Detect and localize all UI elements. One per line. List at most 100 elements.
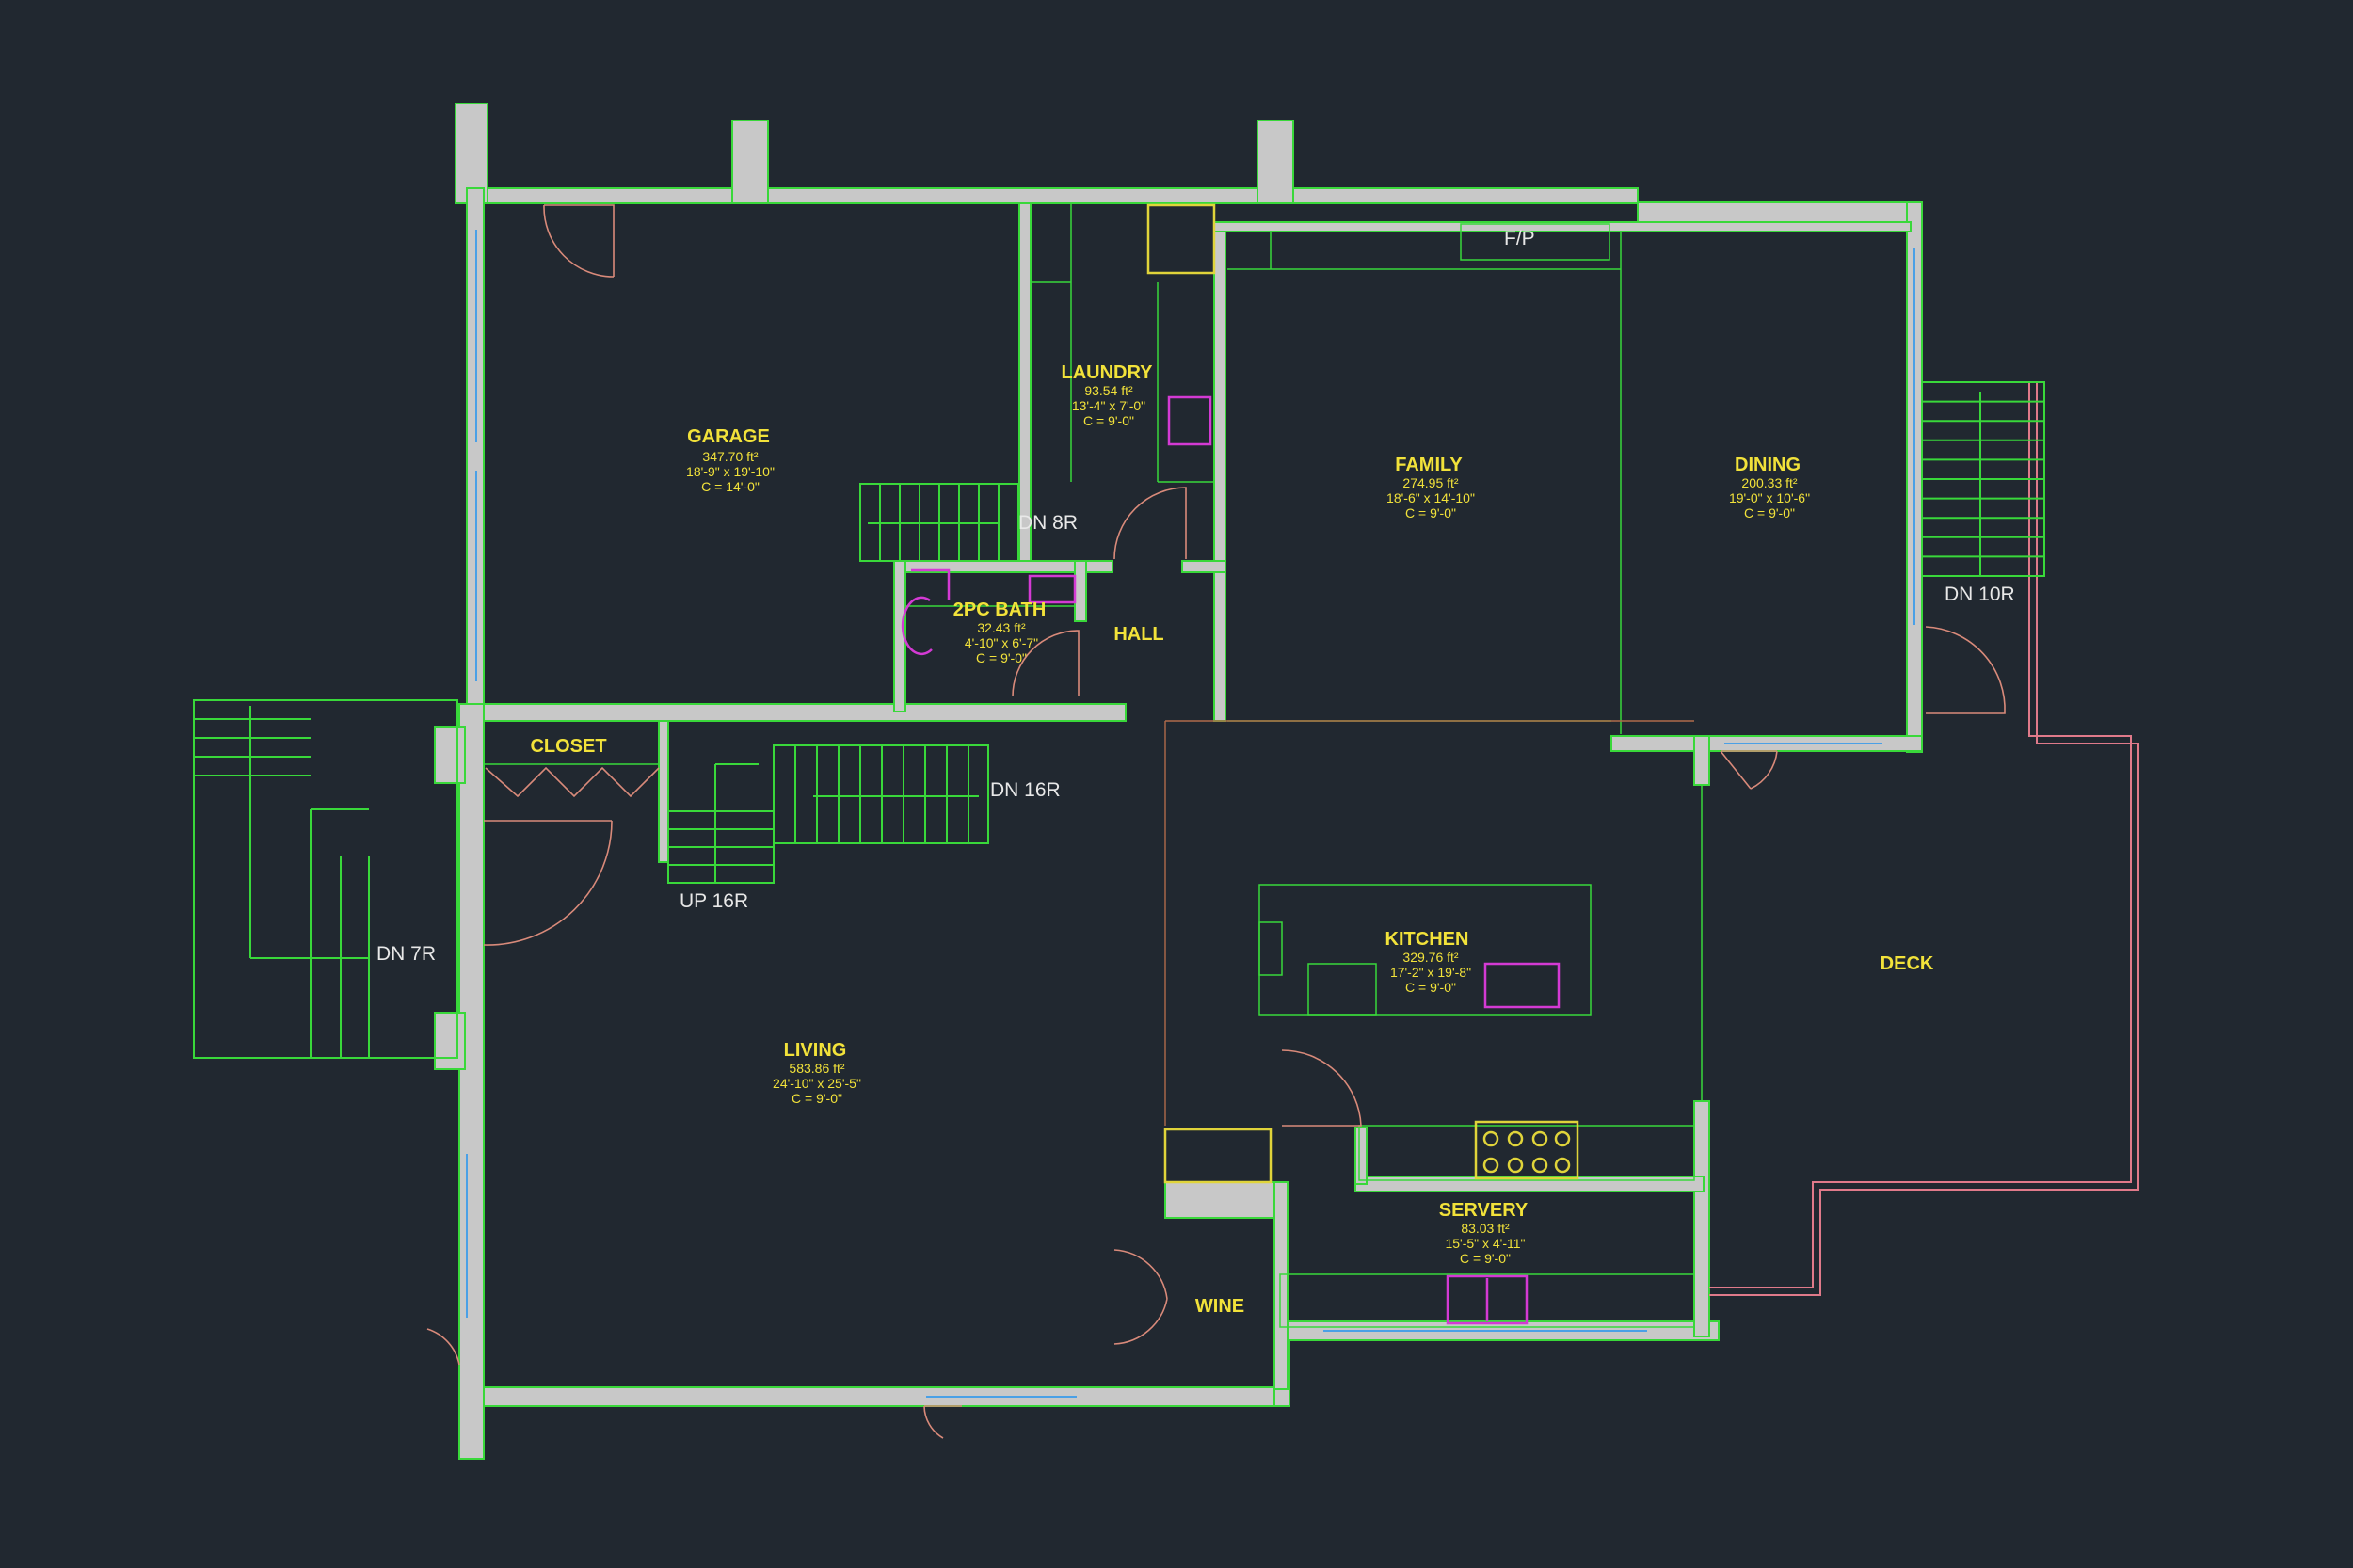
wall-bottom (483, 1386, 1279, 1407)
wall-wine-right (1273, 1181, 1289, 1390)
room-wine: WINE (1195, 1296, 1244, 1317)
room-area: 200.33 ft² (1741, 475, 1797, 490)
door-kitchen (1281, 1049, 1362, 1127)
burner (1482, 1130, 1499, 1147)
wall-laundry-left (1018, 202, 1032, 562)
deck-outline (1709, 382, 2139, 1296)
wall-left-bump-2 (434, 1012, 466, 1070)
room-dims: 13'-4" x 7'-0" (1072, 398, 1145, 413)
room-labels: GARAGE 347.70 ft² 18'-9" x 19'-10" C = 1… (530, 362, 1933, 1317)
windows (466, 230, 1915, 1398)
wall-top (458, 187, 1639, 204)
room-area: 583.86 ft² (789, 1061, 844, 1076)
room-bath: 2PC BATH 32.43 ft² 4'-10" x 6'-7" C = 9'… (953, 600, 1047, 665)
room-name: LAUNDRY (1061, 362, 1153, 383)
burner (1507, 1130, 1524, 1147)
room-dims: 18'-6" x 14'-10" (1386, 490, 1475, 505)
wall-bath-right (1074, 560, 1087, 622)
door-bottom (923, 1405, 962, 1439)
fixtures (901, 395, 1579, 1325)
door-wine (1113, 1249, 1168, 1345)
door-hall (1113, 487, 1187, 560)
room-area: 83.03 ft² (1461, 1221, 1510, 1236)
stair-dn-16r-label: DN 16R (990, 779, 1061, 801)
walls (434, 103, 1923, 1460)
wall-kitchen-vert (1354, 1127, 1368, 1185)
room-area: 329.76 ft² (1402, 950, 1458, 965)
room-ceiling: C = 9'-0" (1405, 980, 1456, 995)
room-area: 32.43 ft² (977, 620, 1026, 635)
wall-right-servery (1693, 1100, 1710, 1337)
room-name: KITCHEN (1385, 929, 1469, 950)
room-name: SERVERY (1439, 1200, 1529, 1221)
stair-dn-7r-label: DN 7R (376, 943, 436, 965)
stair-dn-8r-label: DN 8R (1018, 512, 1078, 534)
post-3 (1257, 120, 1294, 204)
fireplace-box (1460, 223, 1610, 261)
room-closet: CLOSET (530, 736, 606, 757)
room-dims: 19'-0" x 10'-6" (1729, 490, 1810, 505)
room-name: DINING (1735, 455, 1801, 475)
room-ceiling: C = 9'-0" (1083, 413, 1134, 428)
post-2 (731, 120, 769, 204)
burner (1554, 1130, 1571, 1147)
burner (1531, 1157, 1548, 1174)
room-name: FAMILY (1395, 455, 1463, 475)
room-dims: 15'-5" x 4'-11" (1445, 1236, 1525, 1251)
bath-sink (1028, 574, 1077, 604)
wall-hall-stub (1181, 560, 1226, 573)
door-living (483, 820, 613, 946)
room-garage: GARAGE 347.70 ft² 18'-9" x 19'-10" C = 1… (686, 426, 775, 494)
cooktop (1474, 1120, 1579, 1180)
stair-dn-10r-label: DN 10R (1945, 584, 2015, 605)
laundry-dryer (1146, 203, 1216, 275)
closet-bifold (485, 766, 660, 798)
room-ceiling: C = 9'-0" (976, 650, 1027, 665)
room-family: FAMILY 274.95 ft² 18'-6" x 14'-10" C = 9… (1386, 455, 1475, 520)
burner (1554, 1157, 1571, 1174)
room-dining: DINING 200.33 ft² 19'-0" x 10'-6" C = 9'… (1729, 455, 1810, 520)
room-dims: 4'-10" x 6'-7" (965, 635, 1038, 650)
room-deck: DECK (1881, 953, 1934, 974)
servery-counter (1279, 1273, 1695, 1328)
doors (426, 204, 2006, 1439)
wall-garage-bottom (483, 703, 1127, 722)
laundry-sink (1167, 395, 1212, 446)
door-garage (543, 204, 615, 278)
wall-wine-top (1164, 1181, 1277, 1219)
room-name: LIVING (784, 1040, 847, 1061)
wall-top-right (1637, 201, 1923, 224)
door-bath (1012, 630, 1080, 697)
room-servery: SERVERY 83.03 ft² 15'-5" x 4'-11" C = 9'… (1439, 1200, 1529, 1266)
kitchen-counter (1358, 1125, 1695, 1181)
room-dims: 24'-10" x 25'-5" (773, 1076, 861, 1091)
burner (1531, 1130, 1548, 1147)
door-dining (1925, 626, 2006, 714)
room-dims: 17'-2" x 19'-8" (1390, 965, 1471, 980)
servery-sink (1446, 1274, 1529, 1325)
room-living: LIVING 583.86 ft² 24'-10" x 25'-5" C = 9… (773, 1040, 861, 1106)
wall-laundry-right (1213, 221, 1226, 722)
room-name: GARAGE (687, 426, 770, 447)
door-deck (1720, 750, 1778, 790)
annotations: F/P DN 8R DN 10R DN 16R UP 16R DN 7R (376, 228, 2015, 965)
cooktop-burners (1482, 1130, 1571, 1174)
door-front (426, 1328, 460, 1366)
room-ceiling: C = 9'-0" (1460, 1251, 1511, 1266)
room-laundry: LAUNDRY 93.54 ft² 13'-4" x 7'-0" C = 9'-… (1061, 362, 1153, 428)
room-ceiling: C = 14'-0" (701, 479, 760, 494)
wall-left-bump-1 (434, 726, 466, 784)
burner (1507, 1157, 1524, 1174)
room-area: 93.54 ft² (1084, 383, 1133, 398)
wall-right-kitchen (1693, 735, 1710, 786)
stair-dn-7r (193, 699, 458, 1059)
fireplace-label: F/P (1504, 228, 1535, 249)
stair-up-16r-label: UP 16R (680, 890, 748, 912)
deck-outline-inner (1709, 382, 2132, 1288)
room-ceiling: C = 9'-0" (1744, 505, 1795, 520)
room-name: 2PC BATH (953, 600, 1047, 620)
room-ceiling: C = 9'-0" (1405, 505, 1456, 520)
room-hall: HALL (1113, 624, 1163, 645)
toilet (901, 568, 951, 656)
burner (1482, 1157, 1499, 1174)
